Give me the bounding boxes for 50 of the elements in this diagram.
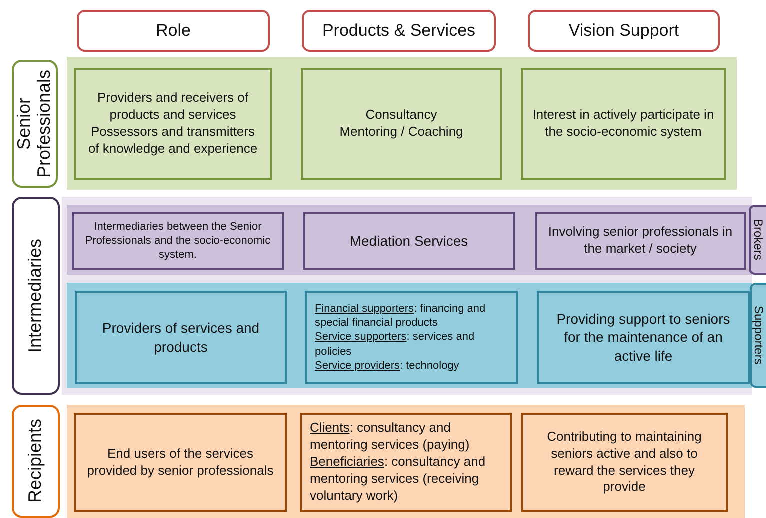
- column-header: [302, 10, 496, 52]
- row-label-box: [12, 197, 60, 395]
- cell-text: Involving senior professionals in the market / society: [547, 224, 734, 258]
- row-band: [62, 197, 752, 395]
- content-panel: [535, 212, 746, 270]
- content-panel: [521, 68, 726, 180]
- column-header: [77, 10, 270, 52]
- cell-text: Consultancy: [366, 107, 438, 124]
- cell-text: Mentoring / Coaching: [340, 124, 464, 141]
- header-text: Vision Support: [568, 21, 680, 41]
- cell-text: Providers and receivers of products and services: [96, 90, 250, 124]
- cell-text: Mediation Services: [350, 232, 468, 250]
- content-panel: [303, 212, 515, 270]
- row-band: [67, 405, 745, 518]
- side-tab: [750, 283, 766, 388]
- cell-text: Intermediaries between the Senior Professionals and the socio-economic system.: [84, 220, 272, 262]
- side-label: Brokers: [752, 219, 766, 261]
- cell-text: Providers of services and products: [101, 319, 261, 356]
- cell-text: Service providers: technology: [315, 358, 460, 374]
- cell-text: Service supporters: services and policies: [315, 330, 476, 359]
- row-band: [67, 57, 737, 190]
- cell-text: Clients: consultancy and mentoring services (paying): [310, 420, 471, 454]
- row-label: Recipients: [26, 419, 46, 504]
- cell-text: End users of the services provided by senior professionals: [86, 446, 275, 480]
- content-panel: [521, 413, 728, 512]
- header-text: Role: [156, 21, 191, 41]
- row-band: [67, 205, 752, 275]
- cell-text: Providing support to seniors for the maintenance of an active life: [556, 310, 732, 365]
- row-label-box: [12, 60, 58, 188]
- side-tab: [749, 205, 766, 275]
- cell-text: Interest in actively participate in the socio-economic system: [532, 107, 716, 141]
- content-panel: [305, 291, 518, 384]
- cell-text: Possessors and transmitters of knowledge and experience: [87, 124, 259, 158]
- content-panel: [72, 212, 284, 270]
- row-label: Senior Professionals: [15, 68, 55, 180]
- cell-text: Beneficiaries: consultancy and mentoring services (receiving voluntary work): [310, 454, 487, 505]
- header-text: Products & Services: [322, 21, 476, 41]
- content-panel: [74, 413, 287, 512]
- cell-text: Contributing to maintaining seniors active and also to reward the services they provide: [546, 428, 703, 496]
- cell-text: Financial supporters: financing and special financial products: [315, 302, 487, 330]
- content-panel: [74, 68, 272, 180]
- row-band: [67, 283, 752, 388]
- content-panel: [301, 68, 502, 180]
- content-panel: [300, 413, 512, 512]
- content-panel: [75, 291, 287, 384]
- side-label: Supporters: [752, 306, 766, 365]
- row-label: Intermediaries: [26, 238, 46, 354]
- content-panel: [537, 291, 750, 384]
- row-label-box: [12, 405, 60, 518]
- column-header: [528, 10, 720, 52]
